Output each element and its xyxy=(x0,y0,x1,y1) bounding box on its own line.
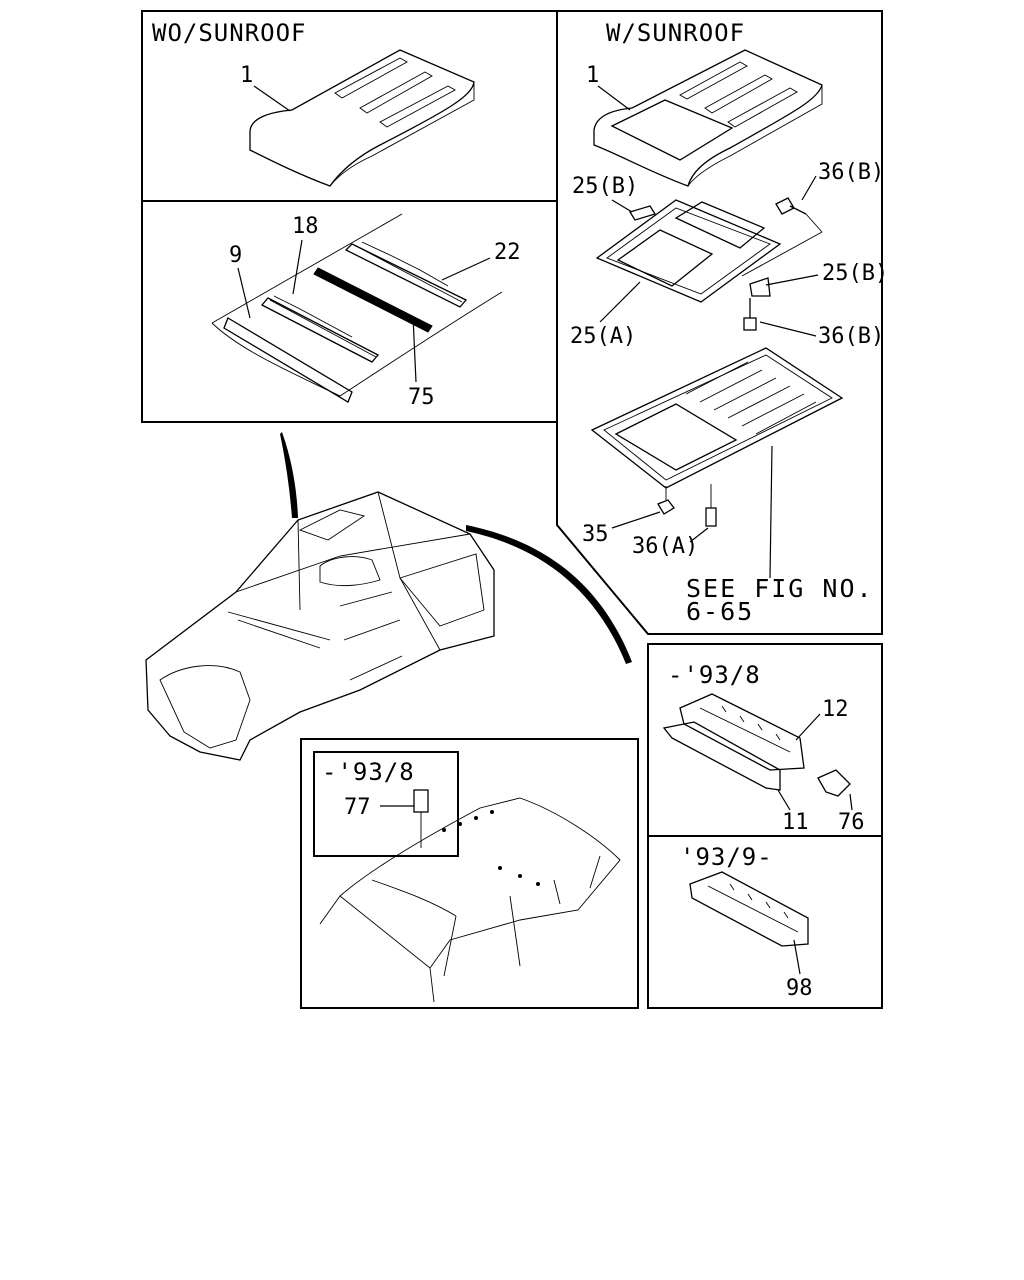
see-fig-number: 6-65 xyxy=(686,597,754,626)
cover-label: 12 xyxy=(822,697,849,722)
clip-right-guide xyxy=(741,231,823,277)
sunroof-frame xyxy=(595,199,782,303)
sunroof-housing xyxy=(590,347,844,489)
bracket-leader xyxy=(849,793,853,811)
clip-top-label: 25(B) xyxy=(572,174,638,199)
bolt-top-leader xyxy=(801,175,817,201)
frame-leader xyxy=(599,281,641,323)
rear-93-9-panel xyxy=(647,835,883,1009)
clip-top xyxy=(628,205,657,221)
w-roof-label: 1 xyxy=(586,63,599,88)
panel-frames xyxy=(141,10,883,1009)
clip-right xyxy=(749,277,771,297)
bolt-bottom xyxy=(705,484,717,527)
bolt-bottom-leader xyxy=(689,527,709,543)
roof-bows-panel xyxy=(141,200,558,423)
rear-93-9-header: '93/9- xyxy=(680,843,773,871)
cover-leader xyxy=(795,713,821,741)
bow-2-leader xyxy=(441,257,491,281)
bolt-top xyxy=(775,197,823,233)
roof-panel-sunroof xyxy=(593,49,823,187)
nut-label: 35 xyxy=(582,522,609,547)
housing-reference-leader xyxy=(769,445,773,579)
frame-label: 25(A) xyxy=(570,324,636,349)
bolt-right xyxy=(743,298,757,331)
clip-right-leader xyxy=(765,274,819,286)
nut xyxy=(657,486,675,515)
strip-label: 75 xyxy=(408,385,435,410)
wo-sunroof-header: WO/SUNROOF xyxy=(152,19,307,47)
clip-top-leader xyxy=(611,199,633,213)
roof-bows-assembly xyxy=(211,213,503,403)
panel-leader xyxy=(777,789,791,811)
see-fig-text: SEE FIG NO. xyxy=(686,574,874,603)
roof-bolt-panel xyxy=(300,738,639,1009)
bow-1-label: 18 xyxy=(292,214,319,239)
rear-93-8-header: -'93/8 xyxy=(668,661,761,689)
rear-cover-93-9 xyxy=(689,871,809,947)
pointer-arc-left xyxy=(280,432,298,518)
vehicle-body-shell xyxy=(145,491,495,761)
w-roof-leader xyxy=(597,85,631,111)
bolt-77-label: 77 xyxy=(344,795,371,820)
bow-2-label: 22 xyxy=(494,240,521,265)
clip-right-label: 25(B) xyxy=(822,261,888,286)
roof-bolt-header: -'93/8 xyxy=(322,758,415,786)
bow-1-leader xyxy=(292,239,303,295)
bolt-right-label: 36(B) xyxy=(818,324,884,349)
wo-roof-leader xyxy=(253,85,291,112)
roof-outline-sketch xyxy=(319,797,621,1003)
wo-roof-label: 1 xyxy=(240,63,253,88)
w-sunroof-panel xyxy=(556,10,883,635)
front-rail-label: 9 xyxy=(229,243,242,268)
front-rail-leader xyxy=(237,267,251,319)
cover-98-label: 98 xyxy=(786,976,813,1001)
roof-panel-plain xyxy=(249,49,475,187)
bolt-bottom-label: 36(A) xyxy=(632,534,698,559)
bracket-label: 76 xyxy=(838,810,865,835)
bolt-right-leader xyxy=(759,321,817,337)
nut-leader xyxy=(611,511,661,529)
rear-cover-assembly xyxy=(662,693,851,797)
roof-bolt-inset xyxy=(313,751,459,857)
strip-leader xyxy=(412,315,417,383)
w-sunroof-header: W/SUNROOF xyxy=(606,19,745,47)
panel-label: 11 xyxy=(782,810,809,835)
cover-98-leader xyxy=(793,939,801,975)
bolt-77 xyxy=(413,789,429,848)
bolt-top-label: 36(B) xyxy=(818,160,884,185)
